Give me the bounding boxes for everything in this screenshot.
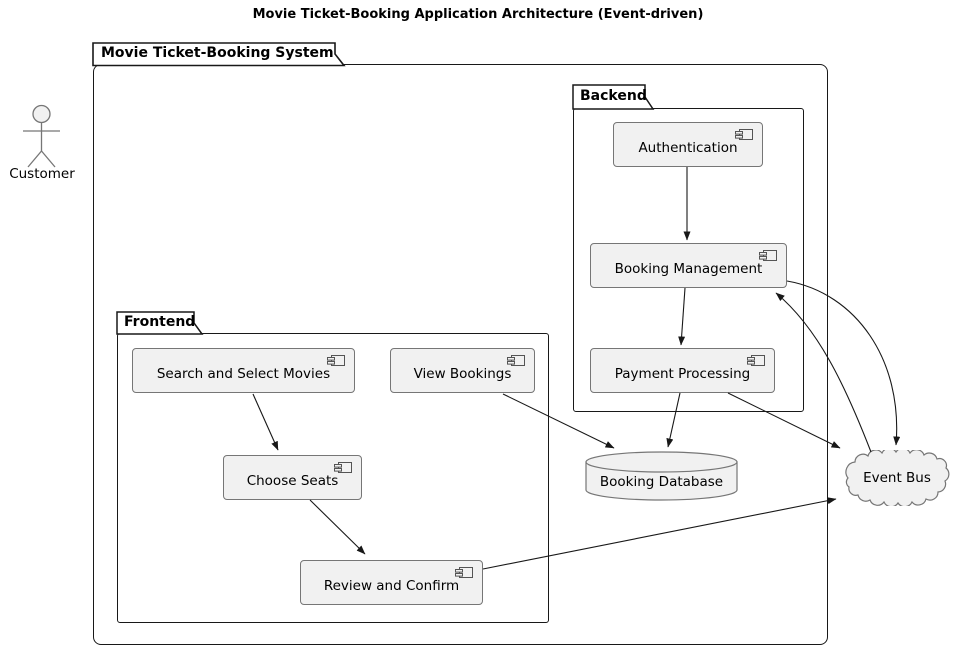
component-label: Search and Select Movies — [156, 366, 331, 382]
package-frontend-label: Frontend — [124, 314, 196, 330]
component-label: Choose Seats — [246, 473, 339, 489]
package-frontend-tab — [116, 311, 204, 335]
component-label: Booking Management — [614, 261, 763, 277]
component-icon — [507, 355, 525, 366]
package-frontend — [117, 333, 549, 623]
component-icon — [747, 355, 765, 366]
package-backend-label: Backend — [580, 88, 647, 104]
database-booking-database: Booking Database — [585, 450, 738, 503]
actor-icon — [23, 104, 60, 168]
component-label: Payment Processing — [614, 366, 751, 382]
cloud-label: Event Bus — [863, 470, 931, 486]
component-label: Authentication — [638, 140, 738, 156]
cloud-event-bus: Event Bus — [843, 450, 951, 506]
database-label: Booking Database — [599, 474, 724, 490]
system-frame-label: Movie Ticket-Booking System — [101, 45, 334, 61]
package-backend — [573, 108, 804, 412]
component-label: Review and Confirm — [323, 578, 460, 594]
actor-label: Customer — [9, 166, 75, 182]
component-review-and-confirm: Review and Confirm — [300, 560, 483, 605]
component-icon — [455, 567, 473, 578]
component-payment-processing: Payment Processing — [590, 348, 775, 393]
system-frame-tab — [92, 42, 346, 67]
package-backend-tab — [572, 84, 655, 110]
diagram-title: Movie Ticket-Booking Application Archite… — [252, 7, 704, 22]
component-booking-management: Booking Management — [590, 243, 787, 288]
component-icon — [327, 355, 345, 366]
cloud-icon — [845, 450, 950, 506]
component-label: View Bookings — [413, 366, 512, 382]
component-icon — [735, 129, 753, 140]
component-search-and-select-movies: Search and Select Movies — [132, 348, 355, 393]
component-authentication: Authentication — [613, 122, 763, 167]
component-icon — [759, 250, 777, 261]
database-icon — [585, 451, 738, 501]
component-choose-seats: Choose Seats — [223, 455, 362, 500]
component-view-bookings: View Bookings — [390, 348, 535, 393]
component-icon — [334, 462, 352, 473]
